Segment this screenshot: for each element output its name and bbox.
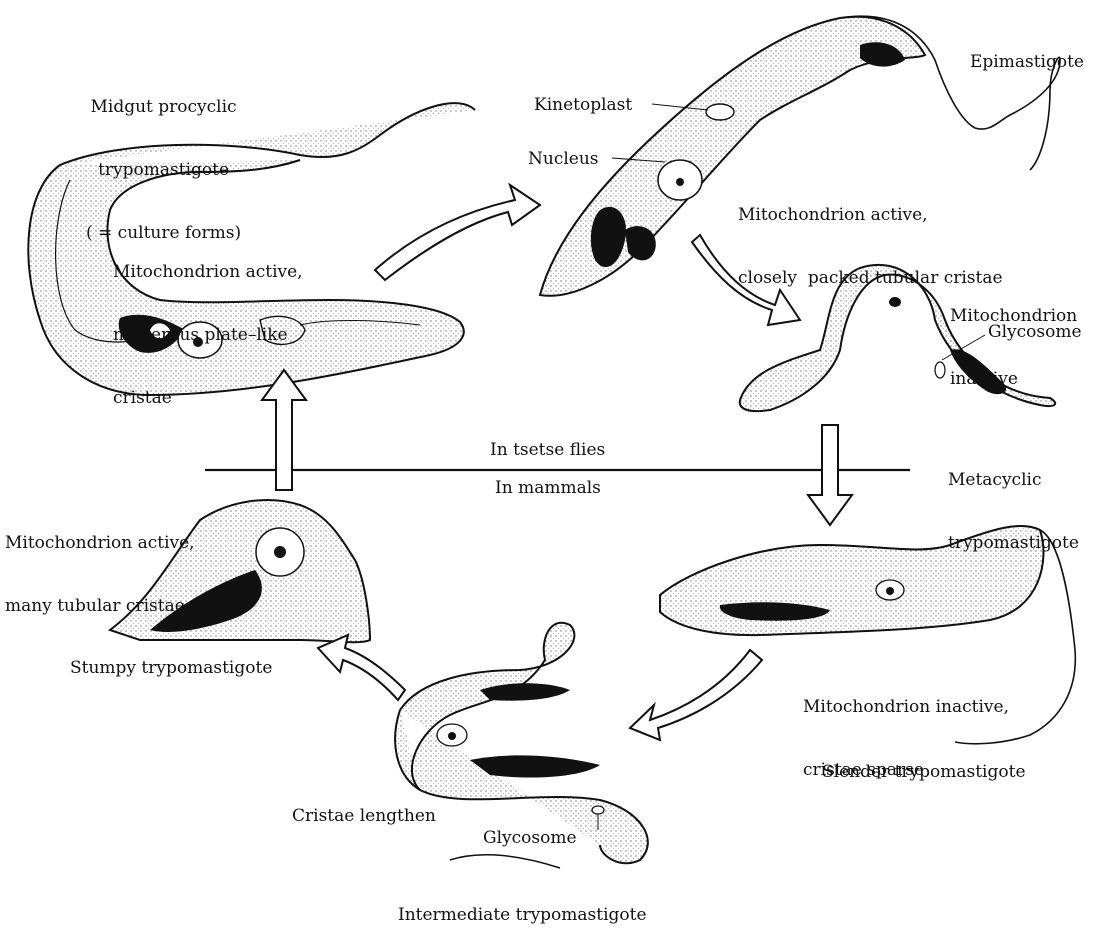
metacyclic-title: Metacyclic trypomastigote [948, 428, 1079, 575]
arrow-procyclic-to-epimastigote [375, 185, 540, 280]
stumpy-title: Stumpy trypomastigote [70, 658, 272, 679]
epimastigote-title: Epimastigote [970, 52, 1084, 73]
procyclic-mitochondrion-label: Mitochondrion active, numerous plate–lik… [113, 220, 303, 430]
metacyclic-glycosome-label: Glycosome [988, 322, 1082, 343]
slender-title: Slender trypomastigote [822, 762, 1026, 783]
kinetoplast-label: Kinetoplast [534, 95, 632, 116]
arrow-intermediate-to-stumpy [318, 635, 405, 700]
arrow-metacyclic-to-slender [808, 425, 852, 525]
stumpy-mitochondrion-label: Mitochondrion active, many tubular crist… [5, 491, 195, 638]
intermediate-title: Intermediate trypomastigote [398, 905, 647, 926]
cristae-lengthen-label: Cristae lengthen [292, 806, 436, 827]
in-mammals-label: In mammals [495, 478, 601, 499]
in-tsetse-flies-label: In tsetse flies [490, 440, 605, 461]
nucleus-label: Nucleus [528, 149, 599, 170]
intermediate-glycosome-label: Glycosome [483, 828, 577, 849]
arrow-slender-to-intermediate [630, 650, 762, 740]
